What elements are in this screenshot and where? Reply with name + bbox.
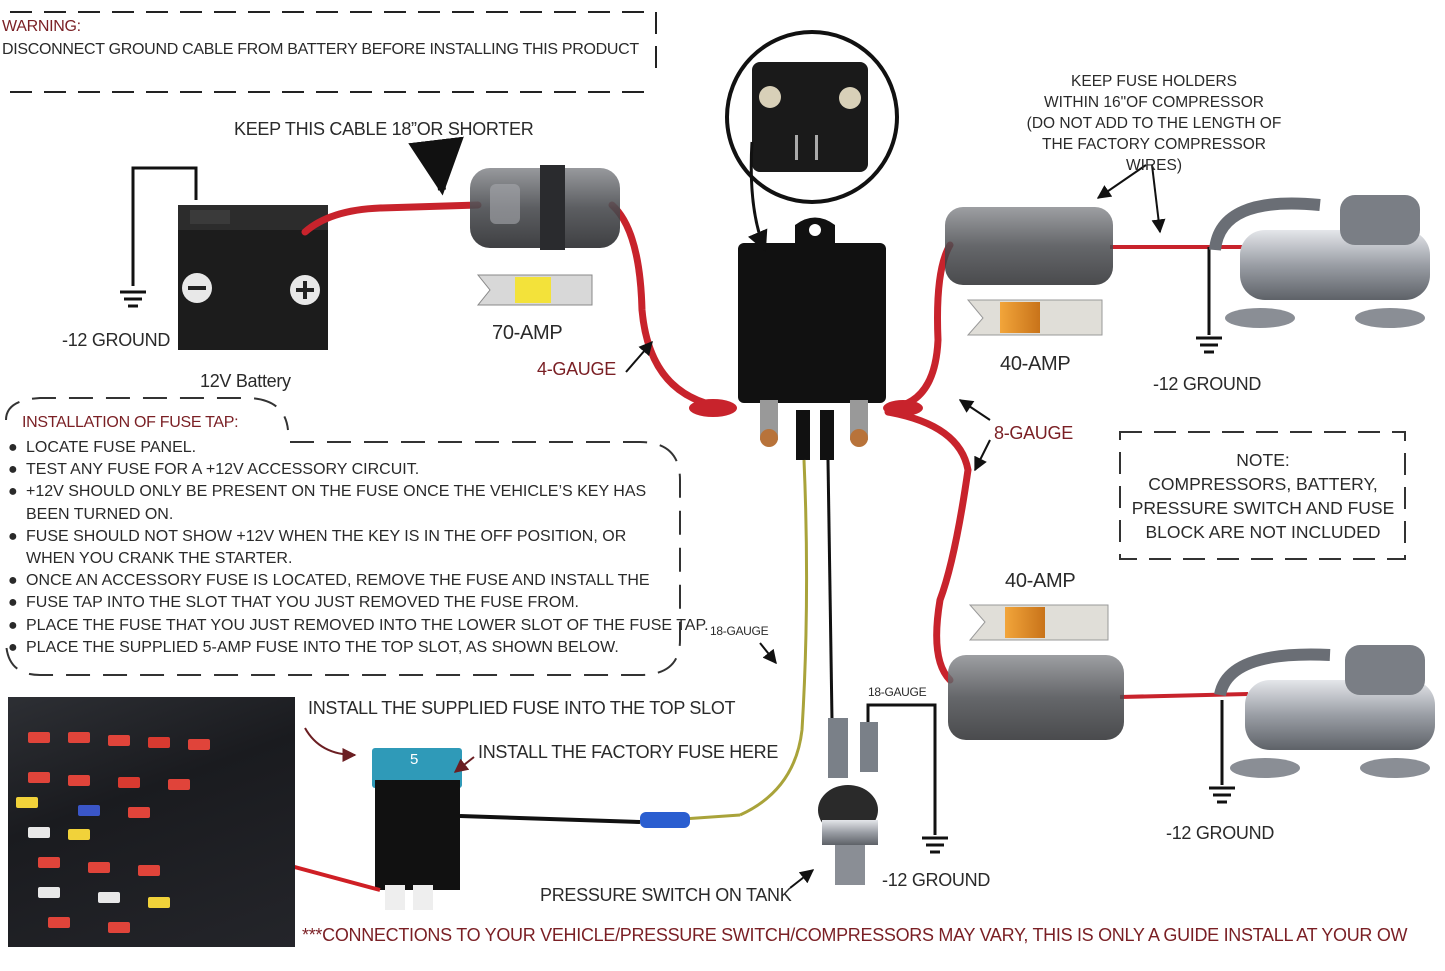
bullet-icon: ●: [8, 439, 18, 456]
list-item: ●FUSE TAP INTO THE SLOT THAT YOU JUST RE…: [8, 592, 709, 614]
gauge-18-label-b: 18-GAUGE: [868, 685, 927, 699]
keep-fuse-line: THE FACTORY COMPRESSOR WIRES): [1042, 136, 1266, 174]
pressure-switch-label: PRESSURE SWITCH ON TANK: [540, 885, 792, 905]
fuse-holder-40a-bottom: [948, 655, 1124, 740]
keep-cable-label: KEEP THIS CABLE 18”OR SHORTER: [234, 119, 534, 139]
note-line: COMPRESSORS, BATTERY,: [1148, 474, 1378, 494]
list-item: ●+12V SHOULD ONLY BE PRESENT ON THE FUSE…: [8, 481, 709, 503]
red-cables: [301, 201, 972, 684]
list-item: ●PLACE THE SUPPLIED 5-AMP FUSE INTO THE …: [8, 637, 709, 659]
gauge-4-label: 4-GAUGE: [537, 359, 616, 379]
compressor-bottom: [1214, 645, 1435, 778]
pressure-switch-graphic: [818, 718, 878, 885]
list-item: ●PLACE THE FUSE THAT YOU JUST REMOVED IN…: [8, 615, 709, 637]
note-box: [1119, 431, 1406, 560]
list-item: ●LOCATE FUSE PANEL.: [8, 437, 709, 459]
keep-fuse-line: KEEP FUSE HOLDERS: [1071, 73, 1237, 90]
gauge-18-label-a: 18-GAUGE: [710, 624, 769, 638]
list-item: ●TEST ANY FUSE FOR A +12V ACCESSORY CIRC…: [8, 459, 709, 481]
warning-title: WARNING:: [2, 18, 81, 35]
bullet-icon: ●: [8, 638, 18, 656]
compressor-leads: [1110, 245, 1249, 699]
footer-disclaimer: ***CONNECTIONS TO YOUR VEHICLE/PRESSURE …: [302, 925, 1408, 945]
bullet-icon: ●: [8, 572, 18, 590]
list-item: ●FUSE SHOULD NOT SHOW +12V WHEN THE KEY …: [8, 526, 709, 548]
installation-title: INSTALLATION OF FUSE TAP:: [22, 414, 239, 431]
keep-fuse-line: WITHIN 16"OF COMPRESSOR: [1044, 94, 1264, 111]
battery-ground-label: -12 GROUND: [62, 330, 171, 350]
fuse-panel-photo: [8, 697, 295, 947]
installation-list: ●LOCATE FUSE PANEL. ●TEST ANY FUSE FOR A…: [8, 437, 709, 659]
gauge-8-label: 8-GAUGE: [994, 423, 1073, 443]
compressor-grounds: [1196, 247, 1235, 804]
fuse-40a-bottom-label: 40-AMP: [1005, 570, 1076, 592]
note-line: NOTE:: [1236, 450, 1290, 470]
keep-fuse-line: (DO NOT ADD TO THE LENGTH OF: [1026, 115, 1282, 132]
note-line: BLOCK ARE NOT INCLUDED: [1145, 522, 1381, 542]
fuse-70a: [476, 274, 593, 306]
compressor-ground-bottom-label: -12 GROUND: [1166, 823, 1275, 843]
note-line: PRESSURE SWITCH AND FUSE: [1131, 498, 1395, 518]
compressor-ground-top-label: -12 GROUND: [1153, 374, 1262, 394]
fuse-40a-bottom: [968, 604, 1109, 641]
bullet-icon: ●: [8, 461, 18, 479]
installation-box: [5, 397, 681, 676]
battery-ground: [120, 166, 198, 308]
not-included-note: NOTE: COMPRESSORS, BATTERY, PRESSURE SWI…: [1130, 448, 1396, 544]
bullet-icon: ●: [8, 483, 18, 501]
fuse-tap-graphic: [372, 748, 741, 910]
list-item: WHEN YOU CRANK THE STARTER.: [26, 550, 293, 568]
relay-graphic: [689, 217, 923, 460]
warning-text: DISCONNECT GROUND CABLE FROM BATTERY BEF…: [2, 41, 639, 58]
fuse-40a-top: [966, 299, 1103, 336]
bullet-icon: ●: [8, 594, 18, 612]
install-supplied-label: INSTALL THE SUPPLIED FUSE INTO THE TOP S…: [308, 698, 736, 718]
warning-box: [10, 11, 657, 93]
install-factory-label: INSTALL THE FACTORY FUSE HERE: [478, 742, 779, 762]
list-item: BEEN TURNED ON.: [26, 505, 174, 523]
battery-graphic: [178, 205, 328, 350]
fuse-tap-digit: 5: [410, 751, 419, 768]
list-item: ●ONCE AN ACCESSORY FUSE IS LOCATED, REMO…: [8, 570, 709, 592]
keep-fuse-holders-note: KEEP FUSE HOLDERS WITHIN 16"OF COMPRESSO…: [1020, 71, 1288, 176]
bullet-icon: ●: [8, 527, 18, 545]
switch-ground-label: -12 GROUND: [882, 870, 991, 890]
relay-detail-circle: [725, 30, 899, 204]
compressor-top: [1209, 195, 1430, 328]
fuse-holder-40a-top: [945, 207, 1113, 285]
bullet-icon: ●: [8, 616, 18, 634]
trigger-wires: [739, 459, 948, 854]
fuse-40a-top-label: 40-AMP: [1000, 353, 1071, 375]
fuse-70a-label: 70-AMP: [492, 322, 563, 344]
battery-label: 12V Battery: [200, 371, 291, 391]
fuse-holder-70a: [470, 165, 620, 250]
